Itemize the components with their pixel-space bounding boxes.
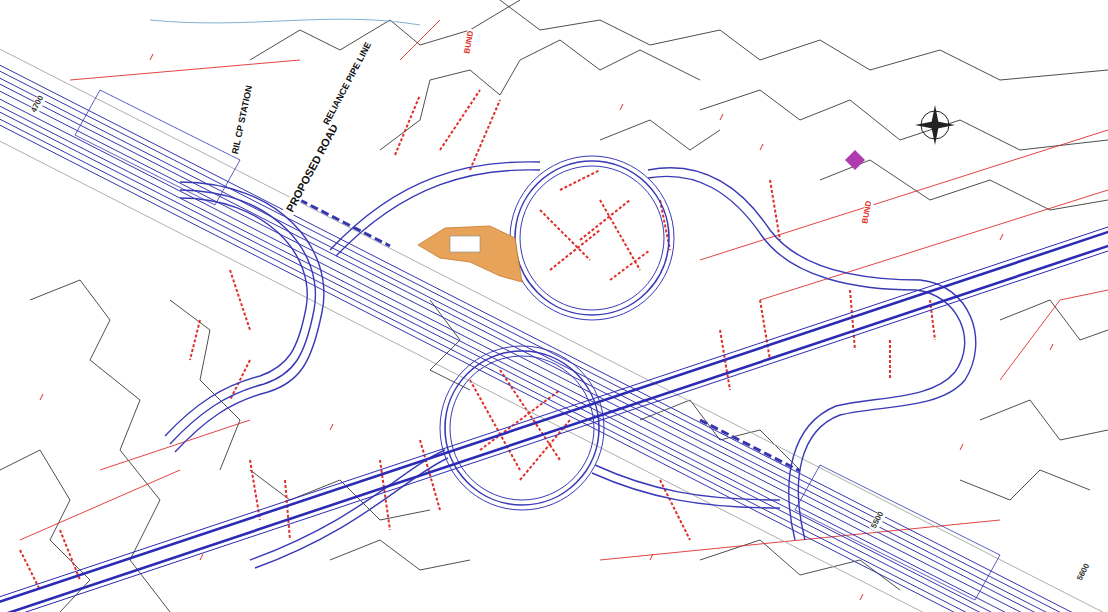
railway-tracks (0, 81, 1108, 612)
boundary-line (20, 470, 180, 540)
annotation-marks (380, 460, 390, 530)
annotation-marks (889, 340, 891, 380)
survey-ticks (1050, 344, 1053, 350)
interchange-ramps (510, 156, 674, 320)
interchange-ramps (175, 182, 324, 452)
boundary-line (1000, 290, 1108, 380)
annotation-marks (760, 300, 770, 360)
survey-ticks (760, 144, 763, 150)
survey-ticks (1000, 234, 1003, 240)
annotation-marks (60, 530, 80, 580)
boundary-line (600, 520, 1000, 560)
interchange-ramps (170, 190, 315, 444)
railway-tracks (0, 74, 1108, 612)
contour-line (980, 400, 1108, 440)
water-edge (150, 19, 420, 25)
interchange-ramps (592, 473, 780, 508)
survey-ticks (200, 554, 203, 560)
railway-tracks (795, 465, 1000, 600)
survey-ticks (960, 444, 963, 450)
railway-tracks (0, 89, 1108, 612)
annotation-marks (580, 200, 630, 240)
interchange-ramps (515, 161, 669, 315)
contour-line (600, 120, 720, 150)
railway-tracks (300, 200, 390, 246)
railway-tracks (0, 39, 1108, 612)
survey-ticks (720, 114, 723, 120)
annotation-marks (440, 90, 480, 150)
north-arrow (915, 121, 955, 129)
interchange-ramps (648, 176, 965, 540)
contour-line (250, 0, 520, 60)
annotation-marks (540, 210, 590, 260)
survey-ticks (40, 394, 43, 400)
annotation-marks (470, 100, 500, 170)
survey-ticks (150, 54, 153, 60)
railway-tracks (0, 39, 1108, 612)
boundary-line (20, 20, 1108, 560)
north-arrow (915, 105, 955, 145)
contour-line (330, 540, 470, 570)
highway (0, 223, 1108, 600)
survey-ticks (330, 424, 333, 430)
railway-tracks (0, 61, 1108, 612)
interchange-ramps (595, 465, 780, 500)
annotation-marks (395, 95, 420, 155)
boundary-line (70, 60, 300, 80)
survey-ticks (40, 54, 1053, 600)
railway-tracks (0, 131, 1108, 612)
highway (0, 223, 1108, 612)
contour-line (30, 280, 170, 612)
boundary-line (400, 20, 440, 60)
railway-tracks (700, 420, 800, 471)
contour-line (700, 90, 1108, 150)
railway-tracks (0, 55, 1108, 612)
contour-line (820, 160, 1108, 210)
interchange-ramps (648, 168, 976, 540)
interchange-ramps (520, 166, 664, 310)
annotation-marks (285, 480, 290, 540)
railway-tracks (0, 68, 1108, 612)
annotation-marks (850, 290, 855, 350)
contour-line (960, 470, 1090, 500)
boundary-line (100, 420, 250, 470)
contour-line (250, 470, 430, 520)
annotation-marks (250, 460, 260, 520)
railway-tracks (0, 102, 1108, 612)
boundary-line (700, 130, 1108, 260)
contour-line (500, 0, 1108, 80)
survey-ticks (620, 104, 623, 110)
highway (0, 247, 1108, 612)
annotation-marks (230, 270, 250, 330)
annotation-marks (560, 170, 600, 190)
contour-line (170, 300, 240, 470)
railway-tracks (75, 90, 240, 205)
annotation-marks (190, 320, 200, 360)
survey-ticks (650, 554, 653, 560)
annotation-marks (550, 230, 600, 270)
railway-tracks (0, 115, 1108, 612)
highway (0, 242, 1108, 612)
interchange-ramps (165, 198, 307, 436)
annotation-marks (600, 200, 640, 270)
highway (0, 228, 1108, 605)
survey-ticks (860, 594, 863, 600)
contour-line (1000, 300, 1108, 340)
survey-marker (845, 150, 865, 170)
structure-patch (418, 226, 522, 282)
railway-tracks (0, 109, 1108, 612)
railway-tracks (0, 96, 1108, 612)
building (450, 236, 480, 252)
contour-line (380, 40, 700, 150)
